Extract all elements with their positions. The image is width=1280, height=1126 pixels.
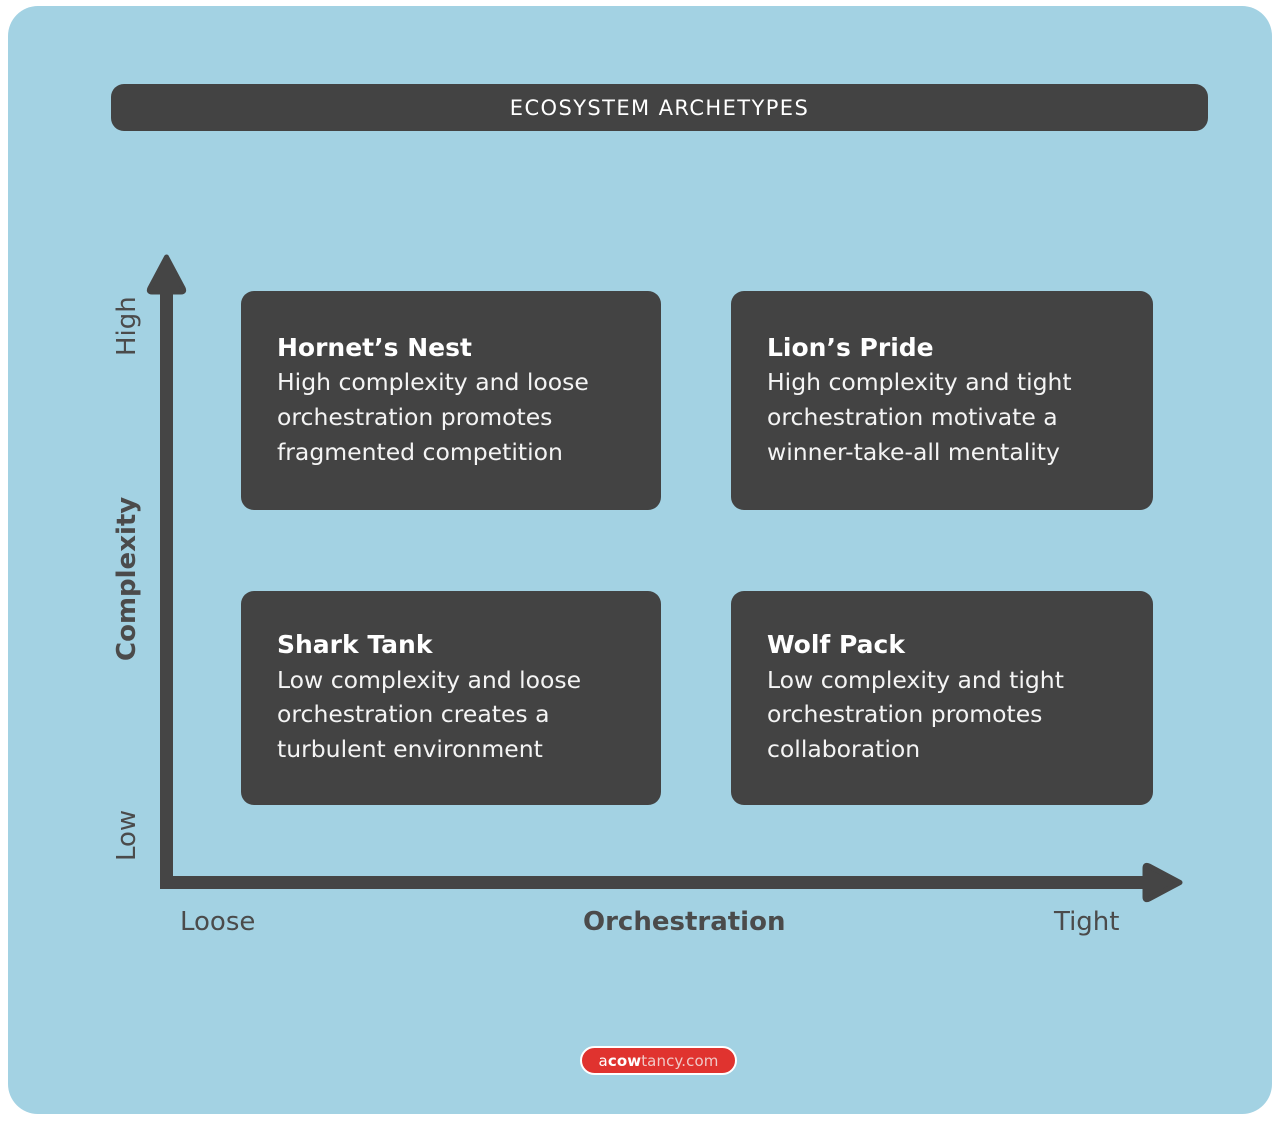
x-axis-low-label: Loose <box>180 907 256 937</box>
axes-group <box>146 254 1183 903</box>
y-axis-title: Complexity <box>112 496 142 661</box>
x-axis-arrowhead <box>1142 862 1183 903</box>
y-axis-arrowhead <box>146 254 187 295</box>
quadrant-title: Wolf Pack <box>767 630 905 660</box>
y-axis-line <box>160 278 173 889</box>
diagram-title-bar: ECOSYSTEM ARCHETYPES <box>111 84 1208 131</box>
y-axis-high-label: High <box>112 296 142 356</box>
diagram-panel: ECOSYSTEM ARCHETYPES High Complexity Low… <box>8 6 1272 1114</box>
quadrant-description: High complexity and tight orchestration … <box>767 368 1072 466</box>
logo-suffix: tancy.com <box>641 1051 719 1070</box>
x-axis-high-label: Tight <box>1054 907 1120 937</box>
y-axis-low-label: Low <box>112 809 142 861</box>
logo-text: acowtancy.com <box>599 1052 719 1070</box>
x-axis-title: Orchestration <box>583 907 786 937</box>
quadrant-description: Low complexity and tight orchestration p… <box>767 665 1064 764</box>
quadrant-description: Low complexity and loose orchestration c… <box>277 665 582 764</box>
page-title: ECOSYSTEM ARCHETYPES <box>509 95 810 120</box>
quadrant-card-wolf-pack[interactable]: Wolf Pack Low complexity and tight orche… <box>731 591 1153 805</box>
quadrant-card-shark-tank[interactable]: Shark Tank Low complexity and loose orch… <box>241 591 661 805</box>
x-axis-line <box>160 876 1160 889</box>
quadrant-description: High complexity and loose orchestration … <box>277 368 589 466</box>
quadrant-title: Shark Tank <box>277 630 433 660</box>
quadrant-card-hornets-nest[interactable]: Hornet’s Nest High complexity and loose … <box>241 291 661 510</box>
quadrant-card-lions-pride[interactable]: Lion’s Pride High complexity and tight o… <box>731 291 1153 510</box>
logo-highlight: cow <box>607 1051 642 1070</box>
logo-prefix: a <box>598 1051 608 1070</box>
acowtancy-logo[interactable]: acowtancy.com <box>580 1046 737 1075</box>
quadrant-title: Lion’s Pride <box>767 332 934 362</box>
quadrant-title: Hornet’s Nest <box>277 332 472 362</box>
